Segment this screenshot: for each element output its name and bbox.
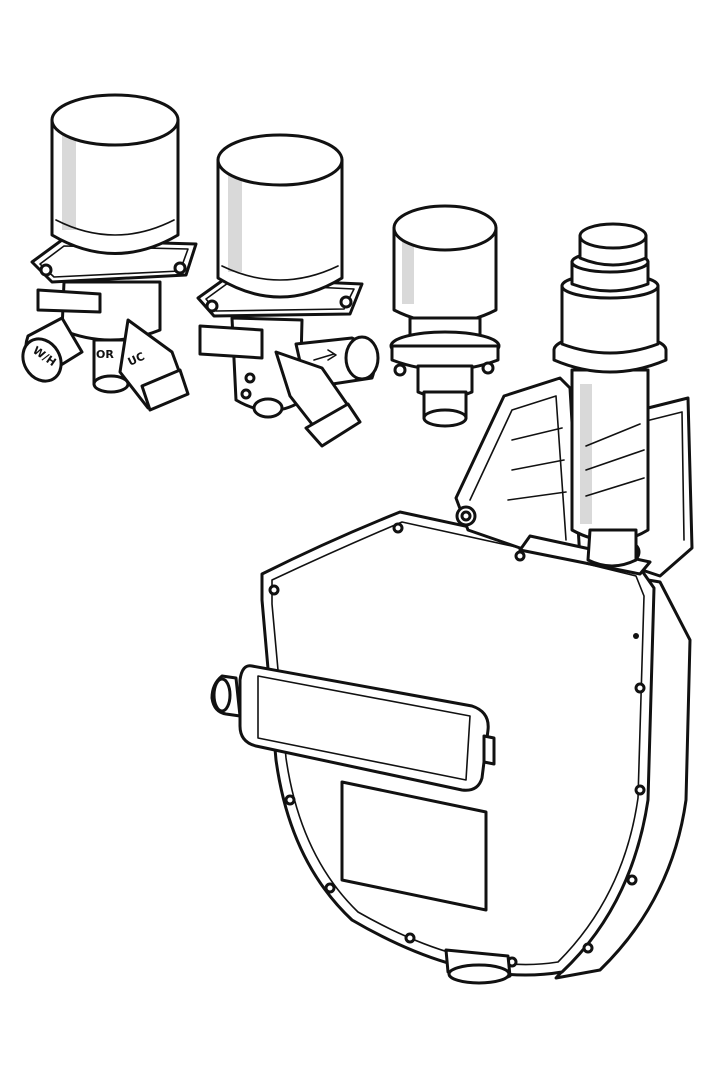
cartridge-valve-small	[389, 204, 501, 428]
cartridge-2-cap-top	[216, 133, 344, 187]
cartridge-3-bolt	[481, 361, 495, 375]
housing-screw	[634, 682, 646, 694]
cartridge-valve-side-outlet	[196, 133, 380, 448]
piston-unit	[552, 222, 668, 568]
main-housing	[210, 510, 692, 985]
cartridge-1-cap	[50, 118, 180, 255]
cartridge-2-bolt	[339, 295, 353, 309]
housing-screw	[268, 584, 280, 596]
cartridge-1-clip	[36, 288, 102, 314]
housing-screw	[634, 784, 646, 796]
housing-screw	[284, 794, 296, 806]
piston-collar	[560, 284, 660, 355]
label-or: OR	[96, 348, 114, 361]
housing-screw	[514, 550, 526, 562]
cartridge-2-clip	[198, 324, 264, 360]
control-module-latch	[482, 734, 496, 766]
housing-screw	[392, 522, 404, 534]
cartridge-3-cap-top	[392, 204, 498, 252]
housing-screw	[404, 932, 416, 944]
cartridge-1-bolt	[39, 263, 53, 277]
control-module	[238, 664, 490, 792]
housing-screw	[582, 942, 594, 954]
cartridge-1-cap-top	[50, 93, 180, 147]
cartridge-1-bolt	[173, 261, 187, 275]
cartridge-2-cap	[216, 158, 344, 299]
housing-screw	[626, 874, 638, 886]
housing-screw	[324, 882, 336, 894]
housing-label-plate	[340, 780, 488, 912]
cartridge-valve-three-way: W/H OR UC	[21, 93, 198, 412]
push-button-top	[578, 222, 648, 250]
cartridge-2-bolt	[205, 299, 219, 313]
cartridge-3-bolt	[393, 363, 407, 377]
housing-marker-dot	[633, 633, 639, 639]
